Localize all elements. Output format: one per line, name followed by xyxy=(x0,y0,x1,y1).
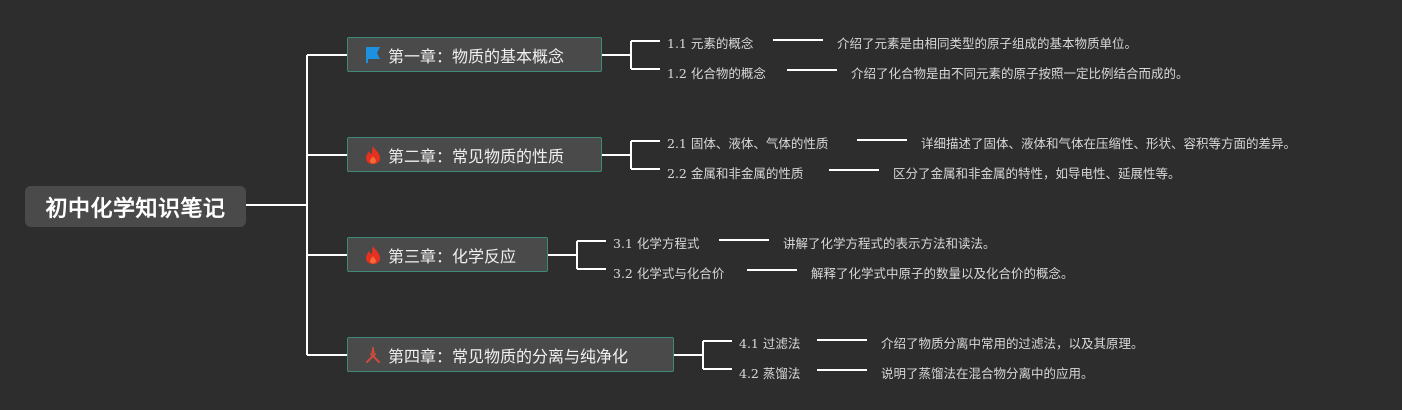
section-2-2-title[interactable]: 2.2 金属和非金属的性质 xyxy=(667,166,804,181)
section-3-1-title[interactable]: 3.1 化学方程式 xyxy=(613,236,700,251)
chapter-4-title: 第四章：常见物质的分离与纯净化 xyxy=(388,346,629,366)
fire-icon xyxy=(363,245,383,265)
section-3-2-title[interactable]: 3.2 化学式与化合价 xyxy=(613,266,725,281)
section-3-2-desc: 解释了化学式中原子的数量以及化合价的概念。 xyxy=(811,266,1074,281)
root-title: 初中化学知识笔记 xyxy=(45,196,226,222)
section-1-1-title[interactable]: 1.1 元素的概念 xyxy=(667,36,754,51)
section-4-1-desc: 介绍了物质分离中常用的过滤法，以及其原理。 xyxy=(881,336,1144,351)
tools-icon xyxy=(363,345,383,365)
chapter-3-title: 第三章：化学反应 xyxy=(388,246,517,266)
section-2-1-title[interactable]: 2.1 固体、液体、气体的性质 xyxy=(667,136,829,151)
chapter-3-connector xyxy=(548,240,606,270)
fire-icon xyxy=(363,145,383,165)
root-node[interactable]: 初中化学知识笔记 xyxy=(25,186,246,227)
section-4-2-title[interactable]: 4.2 蒸馏法 xyxy=(739,366,801,381)
chapter-2-title: 第二章：常见物质的性质 xyxy=(388,146,565,166)
chapter-1-connector xyxy=(602,40,660,70)
section-1-2-desc: 介绍了化合物是由不同元素的原子按照一定比例结合而成的。 xyxy=(851,66,1189,81)
chapter-2-node[interactable]: 第二章：常见物质的性质 xyxy=(347,137,602,172)
chapter-4-node[interactable]: 第四章：常见物质的分离与纯净化 xyxy=(347,337,674,372)
chapter-1-title: 第一章：物质的基本概念 xyxy=(388,46,565,66)
flag-icon xyxy=(363,45,383,65)
chapter-4-connector xyxy=(674,340,732,370)
chapter-1-node[interactable]: 第一章：物质的基本概念 xyxy=(347,37,602,72)
chapter-3-node[interactable]: 第三章：化学反应 xyxy=(347,237,548,272)
section-3-1-desc: 讲解了化学方程式的表示方法和读法。 xyxy=(783,236,996,251)
section-1-1-desc: 介绍了元素是由相同类型的原子组成的基本物质单位。 xyxy=(837,36,1138,51)
section-2-1-desc: 详细描述了固体、液体和气体在压缩性、形状、容积等方面的差异。 xyxy=(921,136,1297,151)
section-2-2-desc: 区分了金属和非金属的特性，如导电性、延展性等。 xyxy=(893,166,1181,181)
section-1-2-title[interactable]: 1.2 化合物的概念 xyxy=(667,66,766,81)
chapter-2-connector xyxy=(602,140,660,170)
section-4-2-desc: 说明了蒸馏法在混合物分离中的应用。 xyxy=(881,366,1094,381)
root-connector xyxy=(246,54,347,356)
section-4-1-title[interactable]: 4.1 过滤法 xyxy=(739,336,801,351)
